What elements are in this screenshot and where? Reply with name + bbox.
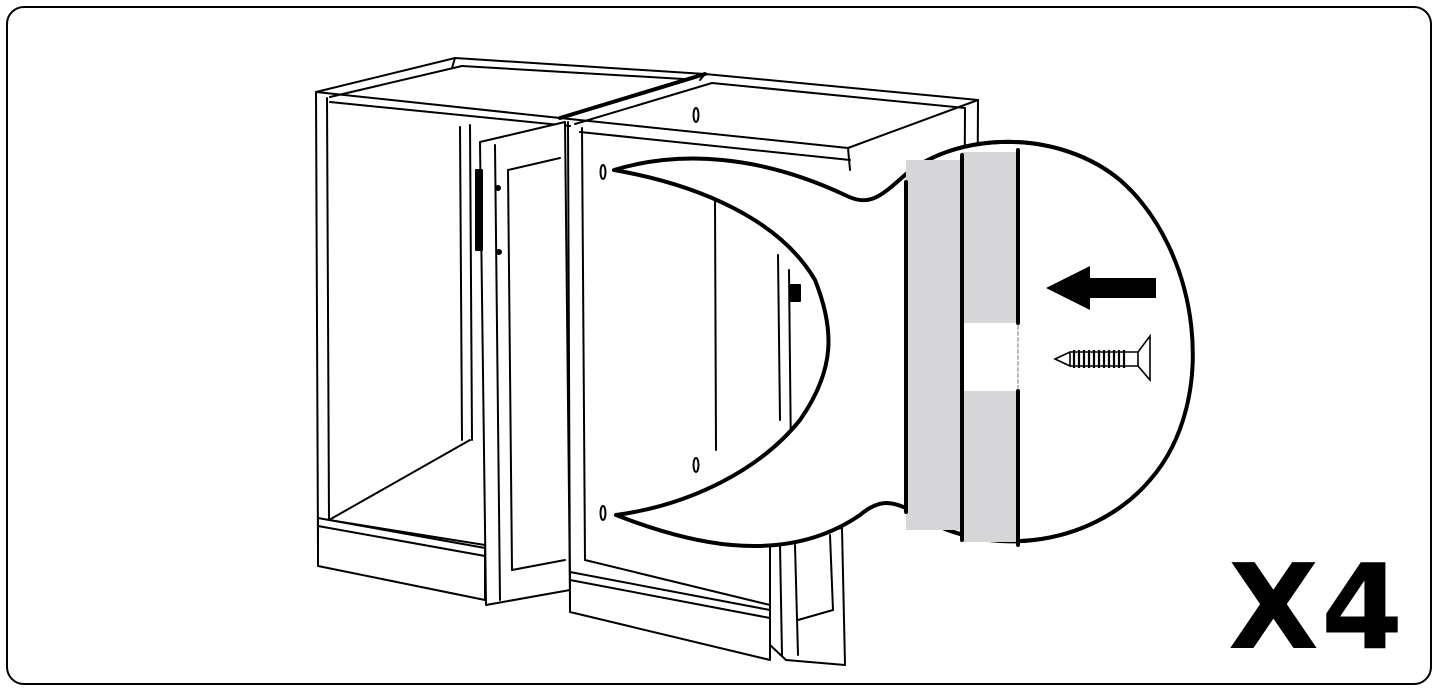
- screw-icon: [1053, 333, 1151, 383]
- quantity-label: X4: [1228, 538, 1406, 676]
- door-panel: [475, 121, 571, 606]
- magnifier-callout: [612, 139, 1220, 548]
- insert-arrow-icon: [1046, 266, 1156, 310]
